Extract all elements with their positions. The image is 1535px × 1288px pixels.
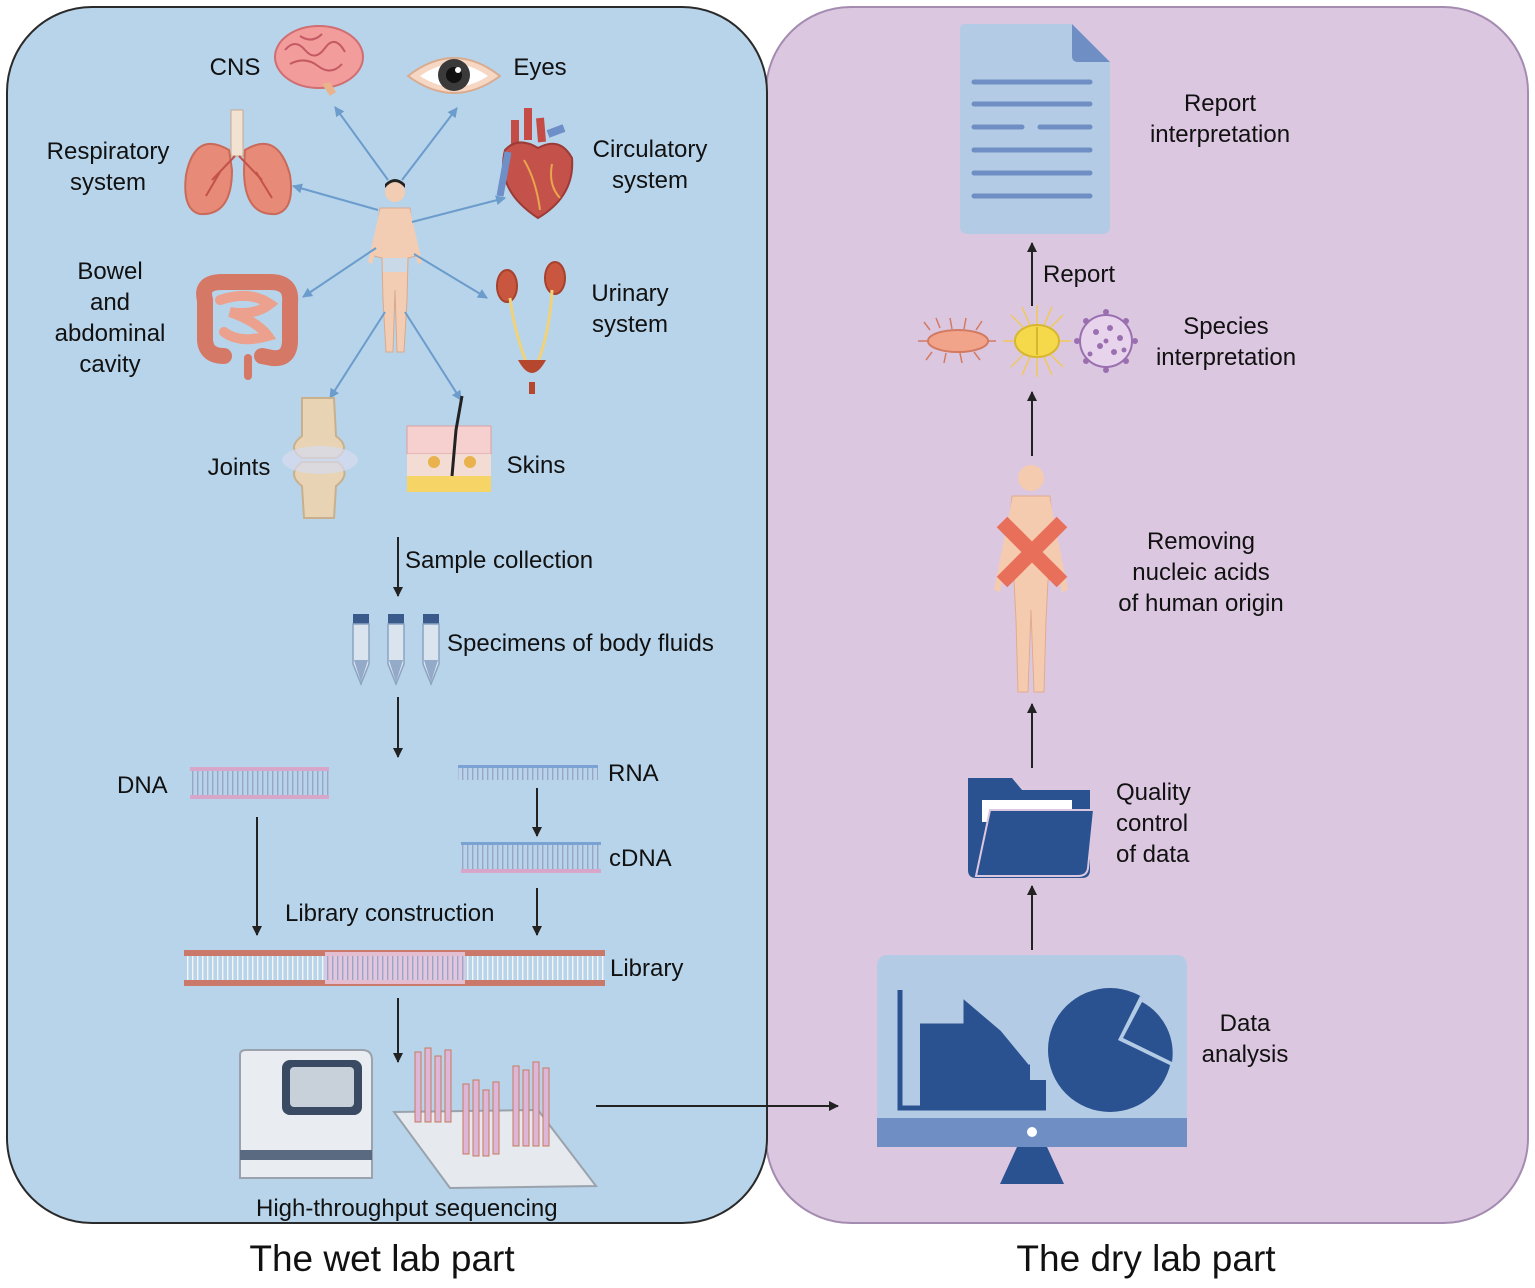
arrow-to-cns (334, 106, 389, 181)
human-figure-icon (368, 179, 422, 353)
arrow-to-eyes (401, 107, 458, 181)
lungs-icon (184, 109, 292, 216)
caption-wet-lab: The wet lab part (249, 1238, 515, 1279)
folder-icon (968, 778, 1096, 878)
label-cns: CNS (209, 54, 261, 81)
eye-icon (406, 57, 502, 94)
label-dna: DNA (117, 772, 168, 799)
skin-section-icon (406, 395, 492, 492)
bacterium-icon (918, 317, 996, 364)
rna-strand-icon (458, 765, 598, 780)
label-library-construction: Library construction (285, 900, 495, 927)
knee-joint-icon (282, 397, 358, 519)
label-data-analysis: Data analysis (1201, 1010, 1289, 1068)
virus-icon (1074, 309, 1138, 373)
report-document-icon (960, 24, 1110, 234)
caption-dry-lab: The dry lab part (1016, 1238, 1276, 1279)
library-strand-icon (184, 950, 605, 986)
label-species: Species interpretation (1155, 313, 1297, 371)
monitor-chart-icon (877, 955, 1187, 1184)
label-quality-control: Quality control of data (1116, 779, 1191, 868)
urinary-icon (496, 261, 566, 394)
label-circulatory: Circulatory system (592, 136, 708, 194)
label-skins: Skins (506, 452, 566, 479)
cdna-strand-icon (461, 842, 601, 873)
arrow-to-joints (329, 311, 386, 399)
brain-icon (274, 25, 364, 96)
arrow-to-respiratory (292, 183, 379, 211)
label-report: Report (1043, 261, 1116, 288)
label-cdna: cDNA (609, 845, 672, 872)
label-eyes: Eyes (513, 54, 567, 81)
heart-icon (496, 108, 574, 220)
arrow-to-bowel (302, 247, 377, 298)
label-joints: Joints (207, 454, 271, 481)
flow-cell-icon (392, 1047, 599, 1190)
label-library: Library (610, 955, 684, 982)
label-rna: RNA (608, 760, 659, 787)
bowel-icon (196, 274, 299, 380)
arrow-to-skins (404, 311, 462, 401)
label-specimens: Specimens of body fluids (447, 630, 714, 657)
label-respiratory: Respiratory system (46, 138, 170, 196)
label-sample-collection: Sample collection (405, 547, 594, 574)
dna-strand-icon (190, 767, 329, 799)
label-urinary: Urinary system (591, 280, 669, 338)
label-bowel: Bowel and abdominal cavity (54, 258, 166, 378)
arrow-to-urinary (413, 253, 488, 299)
yeast-cell-icon (1003, 305, 1071, 377)
label-removing-human: Removing nucleic acids of human origin (1118, 528, 1284, 617)
arrow-to-circulatory (411, 195, 506, 223)
label-sequencing: High-throughput sequencing (256, 1195, 558, 1222)
label-report-interpretation: Report interpretation (1149, 90, 1291, 148)
remove-cross-icon (996, 516, 1068, 588)
sequencer-machine-icon (239, 1049, 373, 1179)
sample-tubes-icon (352, 614, 440, 687)
